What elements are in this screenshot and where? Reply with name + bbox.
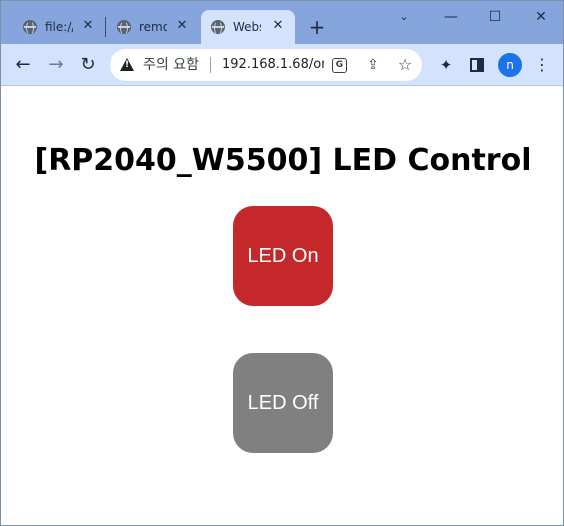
close-icon[interactable]: ✕ — [82, 18, 94, 33]
led-on-button[interactable]: LED On — [233, 206, 333, 306]
new-tab-button[interactable]: + — [308, 15, 326, 39]
tab-title: remote — [139, 20, 167, 34]
close-icon[interactable]: ✕ — [272, 18, 284, 33]
globe-icon — [211, 20, 225, 35]
globe-icon — [117, 20, 131, 35]
security-warning-text[interactable]: 주의 요함 — [143, 57, 199, 73]
tab-remote[interactable]: remote ✕ — [107, 10, 199, 44]
minimize-button[interactable]: — — [444, 9, 458, 25]
globe-icon — [23, 20, 37, 35]
tab-title: Webserver — [233, 20, 261, 34]
extensions-icon[interactable]: ✦ — [439, 56, 453, 74]
translate-icon[interactable]: G — [332, 58, 347, 73]
address-bar[interactable]: 주의 요함 192.168.1.68/on G ⇪ ☆ — [110, 49, 422, 81]
profile-avatar[interactable]: n — [498, 53, 522, 77]
tab-search-chevron-icon[interactable]: ⌄ — [399, 10, 409, 23]
tab-separator — [105, 17, 106, 37]
forward-button[interactable]: → — [48, 54, 64, 75]
tab-title: file:// — [45, 20, 73, 34]
menu-icon[interactable]: ⋮ — [534, 55, 550, 74]
reload-button[interactable]: ↻ — [80, 54, 96, 75]
close-icon[interactable]: ✕ — [176, 18, 188, 33]
share-icon[interactable]: ⇪ — [367, 57, 379, 73]
warning-icon[interactable] — [120, 58, 134, 71]
side-panel-icon[interactable] — [467, 55, 487, 75]
tab-file[interactable]: file:// ✕ — [13, 10, 105, 44]
window-close-button[interactable]: ✕ — [535, 9, 547, 25]
tab-webserver-active[interactable]: Webserver ✕ — [201, 10, 295, 44]
url-text[interactable]: 192.168.1.68/on — [222, 57, 324, 72]
led-off-button[interactable]: LED Off — [233, 353, 333, 453]
back-button[interactable]: ← — [15, 54, 31, 75]
page-title: [RP2040_W5500] LED Control — [34, 143, 532, 178]
address-separator — [210, 57, 211, 73]
bookmark-star-icon[interactable]: ☆ — [397, 55, 413, 74]
tab-strip: file:// ✕ remote ✕ Webserver ✕ + ⌄ — ☐ ✕ — [1, 1, 563, 44]
page-content: [RP2040_W5500] LED Control LED On LED Of… — [1, 87, 563, 525]
maximize-button[interactable]: ☐ — [488, 9, 502, 25]
browser-toolbar: ← → ↻ 주의 요함 192.168.1.68/on G ⇪ ☆ ✦ n ⋮ — [1, 44, 563, 86]
